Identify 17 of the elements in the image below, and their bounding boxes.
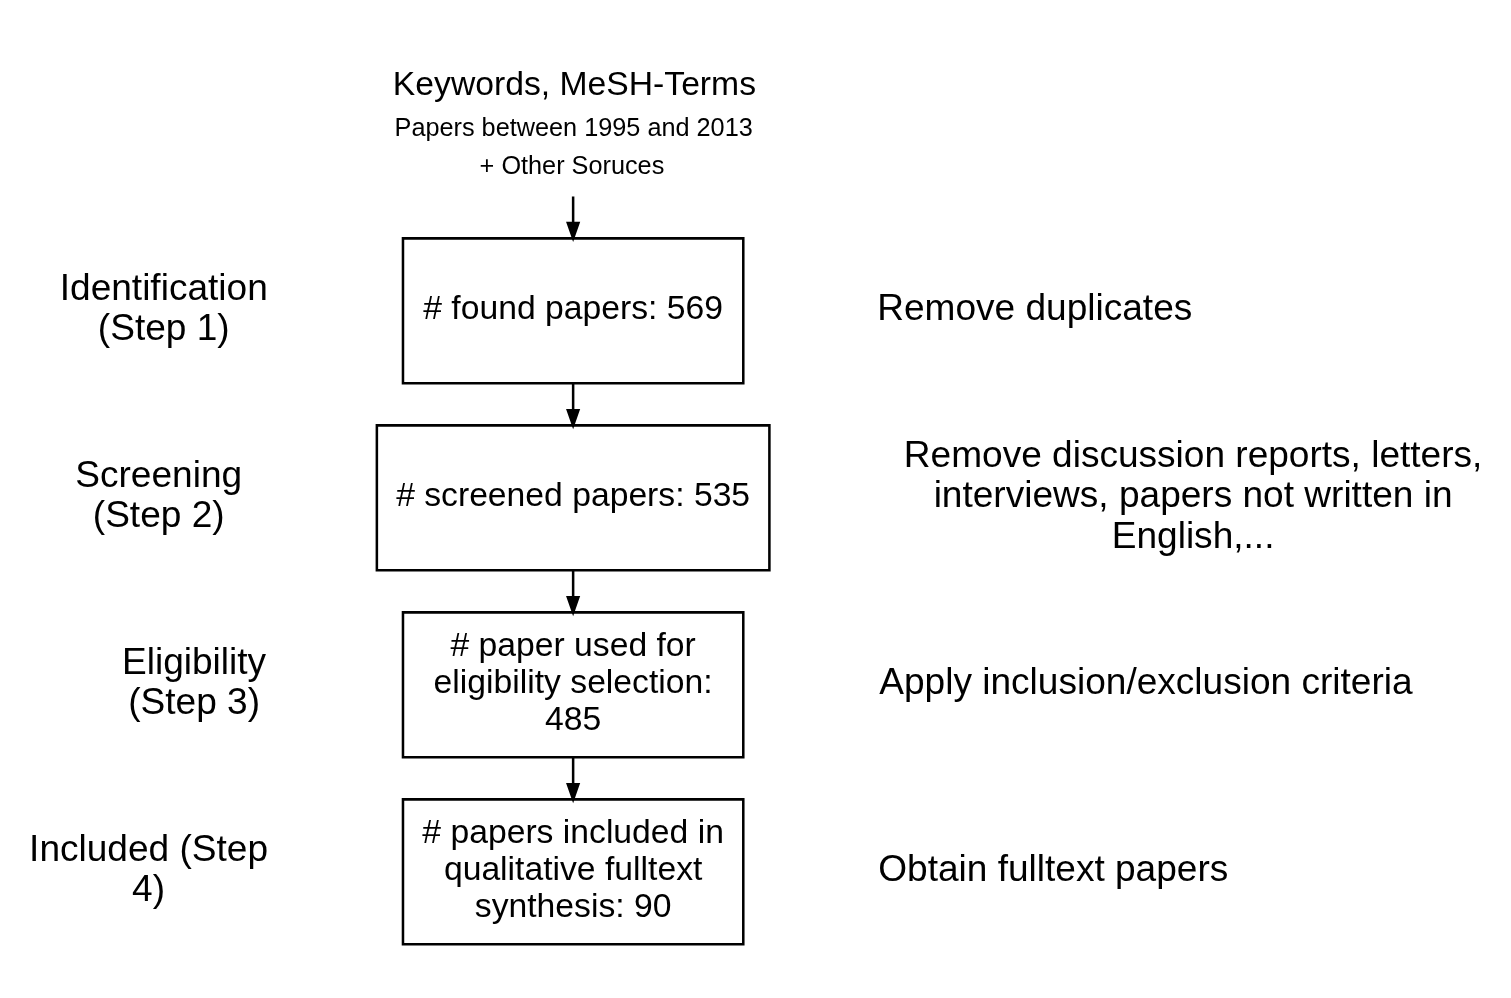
label: Remove discussion reports, letters, interviews, papers not written in English,... <box>903 432 1483 556</box>
label: Included (Step 4) <box>29 826 269 909</box>
label: Obtain fulltext papers <box>878 846 1229 889</box>
node-box: # paper used for eligibility selection: 485 <box>401 610 745 759</box>
arrow <box>566 383 581 429</box>
label: Apply inclusion/exclusion criteria <box>879 659 1413 702</box>
label: Screening (Step 2) <box>75 452 243 535</box>
node-box: # found papers: 569 <box>401 236 745 385</box>
node-box: # papers included in qualitative fulltext synthesis: 90 <box>401 797 745 946</box>
label: Identification (Step 1) <box>59 265 268 348</box>
label: Remove duplicates <box>877 285 1193 328</box>
node-text: Keywords, MeSH-Terms Papers between 1995 and 2013 + Other Soruces <box>392 64 757 179</box>
arrow <box>566 570 581 616</box>
label: Eligibility (Step 3) <box>122 639 267 722</box>
arrow <box>566 196 581 242</box>
node-box: # screened papers: 535 <box>375 423 771 572</box>
arrow <box>566 757 581 803</box>
